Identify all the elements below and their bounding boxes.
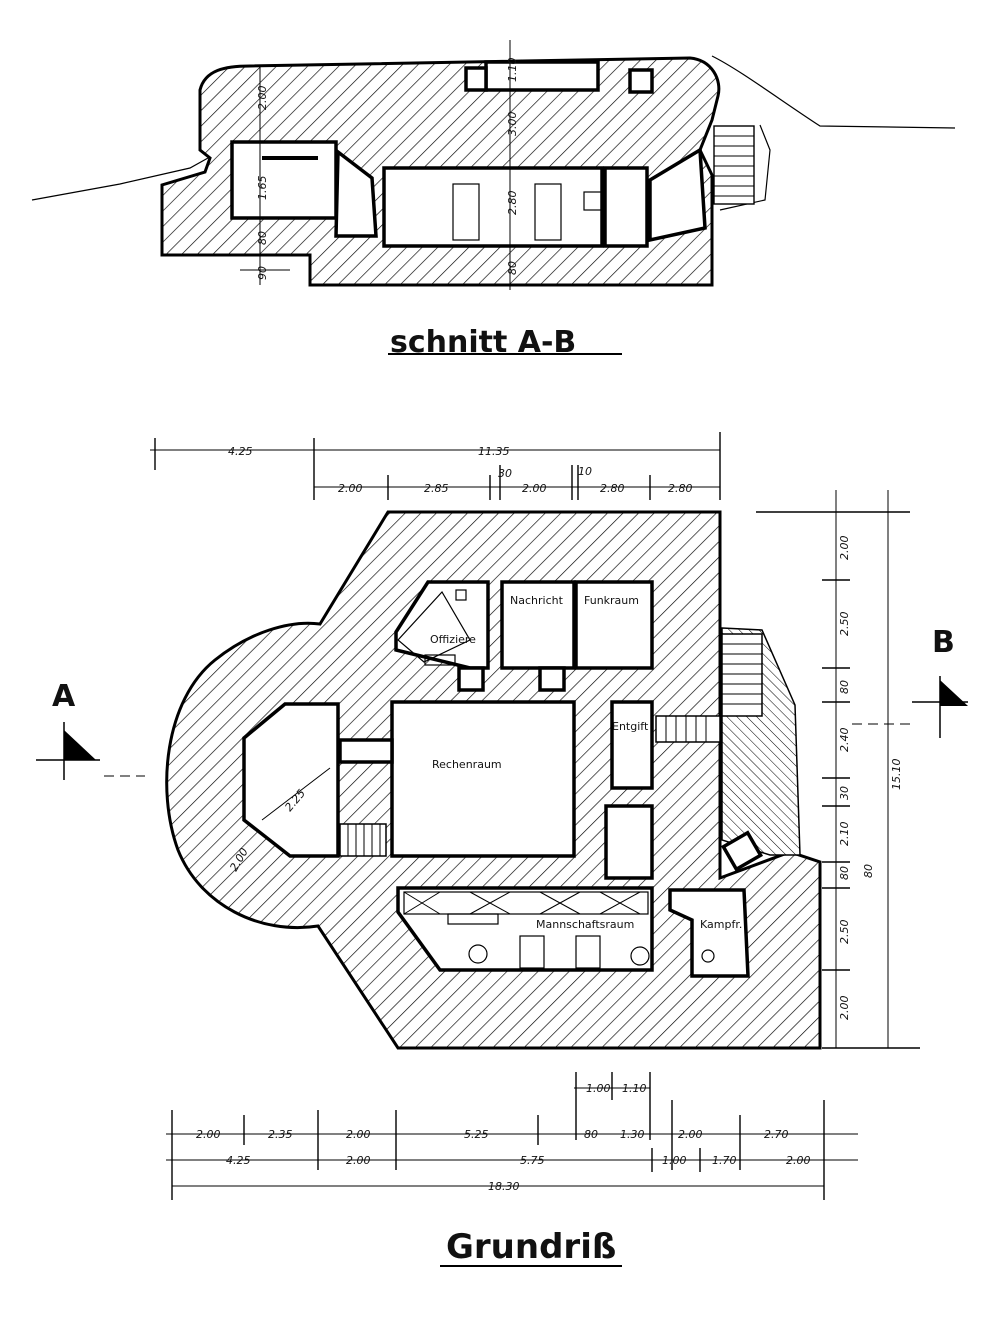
plan-dim-bottom-r2-3: 1.00 xyxy=(662,1154,687,1167)
plan-dim-bottom-r1-3: 5.25 xyxy=(464,1128,489,1141)
label-kampfraum: Kampfr. xyxy=(700,918,742,931)
room-rechenraum xyxy=(390,700,576,858)
section-dim-left-low: 80 xyxy=(256,231,269,245)
section-door-frame xyxy=(583,191,605,211)
section-dim-left-mid: 1.65 xyxy=(256,176,269,201)
svg-text:A: A xyxy=(52,679,76,714)
room-gas-lock xyxy=(604,804,654,880)
section-dim-center-room: 2.80 xyxy=(506,191,519,216)
plan-annex-stair xyxy=(721,633,763,717)
section-entrance-chamber xyxy=(230,140,338,220)
plan-dim-bottom-r2-1: 2.00 xyxy=(346,1154,371,1167)
section-marker-a: A xyxy=(36,679,145,780)
section-exterior-stair xyxy=(713,125,755,205)
section-main-room xyxy=(382,166,604,248)
plan-small-stair xyxy=(339,823,387,857)
section-stair-right xyxy=(648,147,707,243)
svg-text:B: B xyxy=(932,625,955,660)
label-mannschaftsraum: Mannschaftsraum xyxy=(536,918,634,931)
kampfraum-embrasure xyxy=(720,830,764,872)
nachrichten-passage xyxy=(538,666,566,692)
terrain-cut xyxy=(719,124,771,211)
plan-dim-right-9: 2.00 xyxy=(838,996,851,1021)
plan-dim-right-6: 80 xyxy=(838,866,851,880)
terrain-left xyxy=(31,157,209,201)
offiziere-passage xyxy=(457,666,485,692)
plan-dim-bottom-r1-0: 2.00 xyxy=(196,1128,221,1141)
plan-dim-bottom-r2-2: 5.75 xyxy=(520,1154,545,1167)
section-marker-b: B xyxy=(852,625,968,738)
plan-dim-right-4: 30 xyxy=(838,786,851,800)
section-dim-center-mid: 3.00 xyxy=(506,112,519,137)
plan-dim-bottom-r2-5: 2.00 xyxy=(786,1154,811,1167)
plan-dim-bottom-r2-4: 1.70 xyxy=(712,1154,737,1167)
plan-view: Offiziere Nachricht Funkraum Rechenraum … xyxy=(36,432,968,1200)
plan-dim-bottom-r1-4: 80 xyxy=(584,1128,598,1141)
label-rechenraum: Rechenraum xyxy=(432,758,502,771)
passage-octagon xyxy=(338,738,394,764)
plan-dim-top-r2-5: 2.80 xyxy=(600,482,625,495)
plan-dim-bottom-r1-7: 2.70 xyxy=(764,1128,789,1141)
plan-dim-right-total-label: 15.10 xyxy=(890,759,903,791)
plan-dim-bottom-r1-1: 2.35 xyxy=(268,1128,293,1141)
plan-dim-top-r1-0: 4.25 xyxy=(228,445,253,458)
plan-dim-right-1: 2.50 xyxy=(838,612,851,637)
section-bunk-2 xyxy=(534,183,562,241)
plan-dim-bottom-r1-2: 2.00 xyxy=(346,1128,371,1141)
plan-title: Grundriß xyxy=(446,1227,616,1267)
plan-dim-right-7: 80 xyxy=(862,864,875,878)
section-dim-left-top: 2.00 xyxy=(256,86,269,111)
plan-dim-top-r2-1: 2.85 xyxy=(424,482,449,495)
plan-entrance-stair xyxy=(655,715,721,743)
plan-dim-right-3: 2.40 xyxy=(838,728,851,753)
plan-dim-right-2: 80 xyxy=(838,680,851,694)
plan-dim-bottom-r0-1: 1.10 xyxy=(622,1082,647,1095)
plan-dim-top-r1-1: 11.35 xyxy=(478,445,510,458)
section-dim-left-base: 90 xyxy=(256,266,269,280)
section-bunk-1 xyxy=(452,183,480,241)
plan-dim-top-r2-2: 30 xyxy=(498,467,512,480)
plan-dim-right-8: 2.50 xyxy=(838,920,851,945)
section-dim-center-top: 1.10 xyxy=(506,58,519,83)
label-nachrichten: Nachricht xyxy=(510,594,564,607)
label-funkraum: Funkraum xyxy=(584,594,639,607)
mannschaft-bunks xyxy=(403,891,649,915)
section-top-block-right xyxy=(628,68,654,94)
room-funkraum xyxy=(574,580,654,670)
plan-dim-right-0: 2.00 xyxy=(838,536,851,561)
plan-dim-top-r2-4: 10 xyxy=(578,465,592,478)
section-view: 2.00 1.65 80 90 1.10 3.00 2.80 80 xyxy=(31,40,956,290)
plan-dim-bottom-total-label: 18.30 xyxy=(488,1180,520,1193)
offiziere-bunk xyxy=(397,590,471,663)
room-octagon xyxy=(242,702,340,858)
section-stair-left xyxy=(334,148,378,238)
room-mannschaftsraum xyxy=(396,886,654,972)
plan-dim-top-r2-0: 2.00 xyxy=(338,482,363,495)
room-kampfraum xyxy=(668,888,750,978)
plan-dim-right-5: 2.10 xyxy=(838,822,851,847)
terrain-right xyxy=(711,55,956,129)
section-top-block-left xyxy=(464,66,488,92)
room-entgifter xyxy=(610,700,654,790)
plan-dim-bottom-r0-0: 1.00 xyxy=(586,1082,611,1095)
room-nachrichten xyxy=(500,580,576,670)
plan-dim-top-r2-3: 2.00 xyxy=(522,482,547,495)
label-entgifter: Entgift xyxy=(612,720,649,733)
plan-dim-bottom-r1-5: 1.30 xyxy=(620,1128,645,1141)
section-top-void xyxy=(484,60,600,92)
label-offiziere: Offiziere xyxy=(430,633,476,646)
plan-dim-bottom-r1-6: 2.00 xyxy=(678,1128,703,1141)
plan-dim-top-r2-6: 2.80 xyxy=(668,482,693,495)
plan-dim-bottom-r2-0: 4.25 xyxy=(226,1154,251,1167)
section-dim-center-base: 80 xyxy=(506,261,519,275)
section-right-room xyxy=(603,166,649,248)
